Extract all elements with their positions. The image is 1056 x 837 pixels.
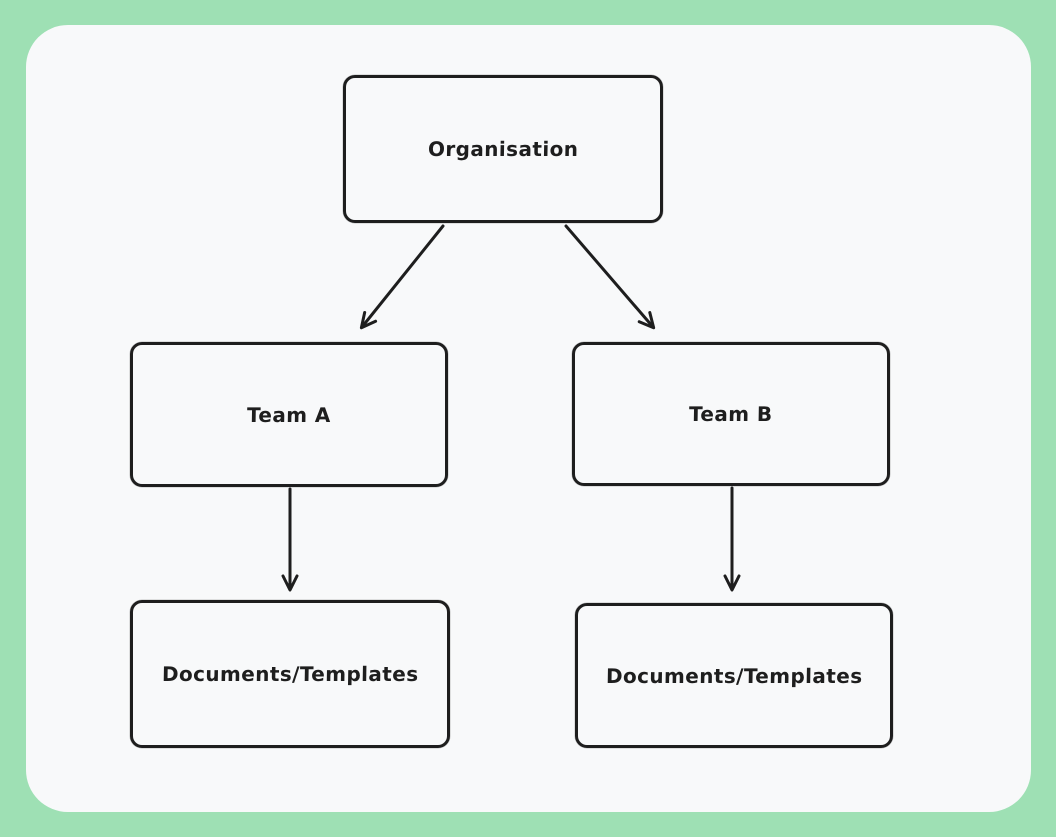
node-documents-templates-b[interactable]: Documents/Templates xyxy=(575,603,893,748)
node-documents-templates-b-label: Documents/Templates xyxy=(605,663,863,688)
node-organisation-label: Organisation xyxy=(427,137,579,161)
node-documents-templates-a[interactable]: Documents/Templates xyxy=(130,600,450,748)
arrow-organisation-to-team-b[interactable] xyxy=(564,224,656,330)
node-team-b[interactable]: Team B xyxy=(572,342,890,486)
node-organisation[interactable]: Organisation xyxy=(343,75,663,223)
node-team-b-label: Team B xyxy=(689,402,773,426)
node-documents-templates-a-label: Documents/Templates xyxy=(161,662,419,686)
whiteboard-canvas[interactable] xyxy=(26,25,1031,812)
node-team-a-label: Team A xyxy=(246,402,332,427)
node-team-a[interactable]: Team A xyxy=(130,342,448,487)
arrow-organisation-to-team-a[interactable] xyxy=(359,224,445,330)
